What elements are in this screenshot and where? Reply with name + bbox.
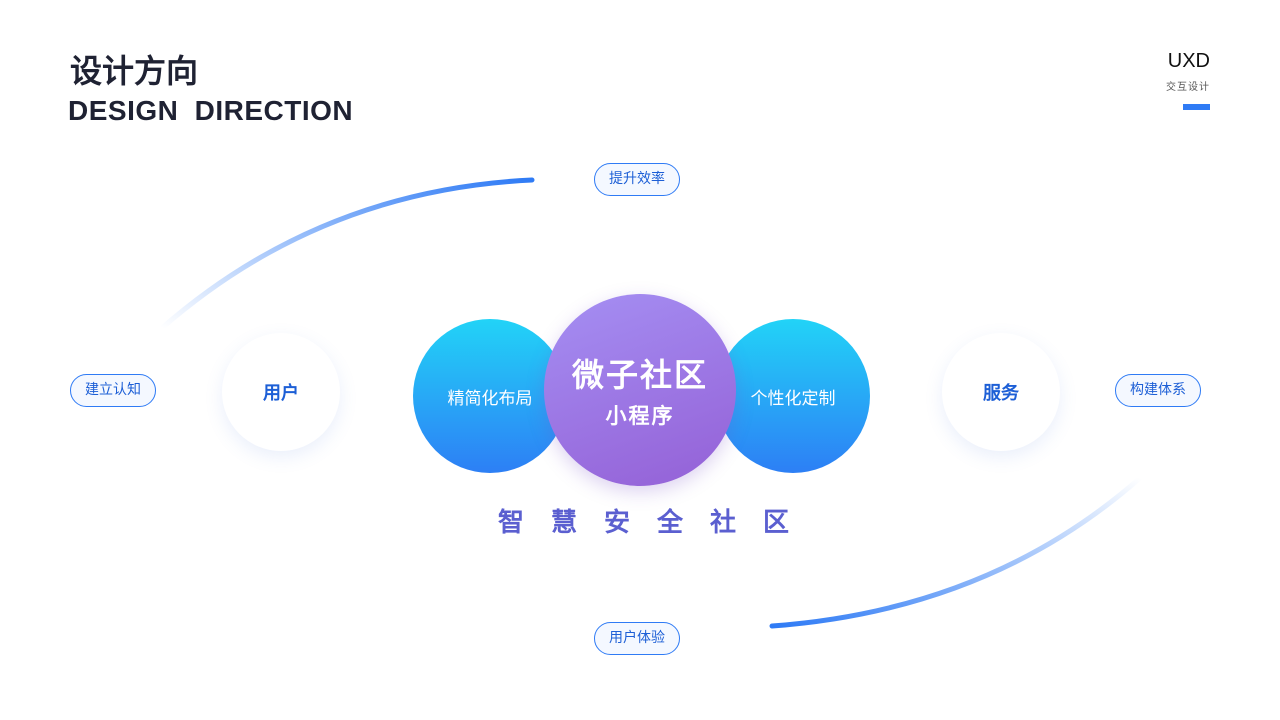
center-circle: 微子社区 小程序 <box>544 294 736 486</box>
pill-top: 提升效率 <box>594 163 680 196</box>
slogan: 智慧安全社区 <box>498 508 817 538</box>
brand-subtitle: 交互设计 <box>1166 82 1210 93</box>
pill-left: 建立认知 <box>70 374 156 407</box>
brand-accent-bar <box>1183 104 1210 110</box>
page-subtitle: DESIGN DIRECTION <box>68 95 354 126</box>
pill-right: 构建体系 <box>1115 374 1201 407</box>
bottom-arc <box>769 475 1143 629</box>
node-service: 服务 <box>942 333 1060 451</box>
node-user: 用户 <box>222 333 340 451</box>
circle-right: 个性化定制 <box>716 319 870 473</box>
brand-name: UXD <box>1167 50 1210 72</box>
circle-left: 精简化布局 <box>413 319 567 473</box>
page-title: 设计方向 <box>70 52 199 90</box>
pill-bottom: 用户体验 <box>594 622 680 655</box>
center-subtitle: 小程序 <box>605 404 675 428</box>
center-title: 微子社区 <box>571 356 708 394</box>
top-arc <box>159 177 535 331</box>
